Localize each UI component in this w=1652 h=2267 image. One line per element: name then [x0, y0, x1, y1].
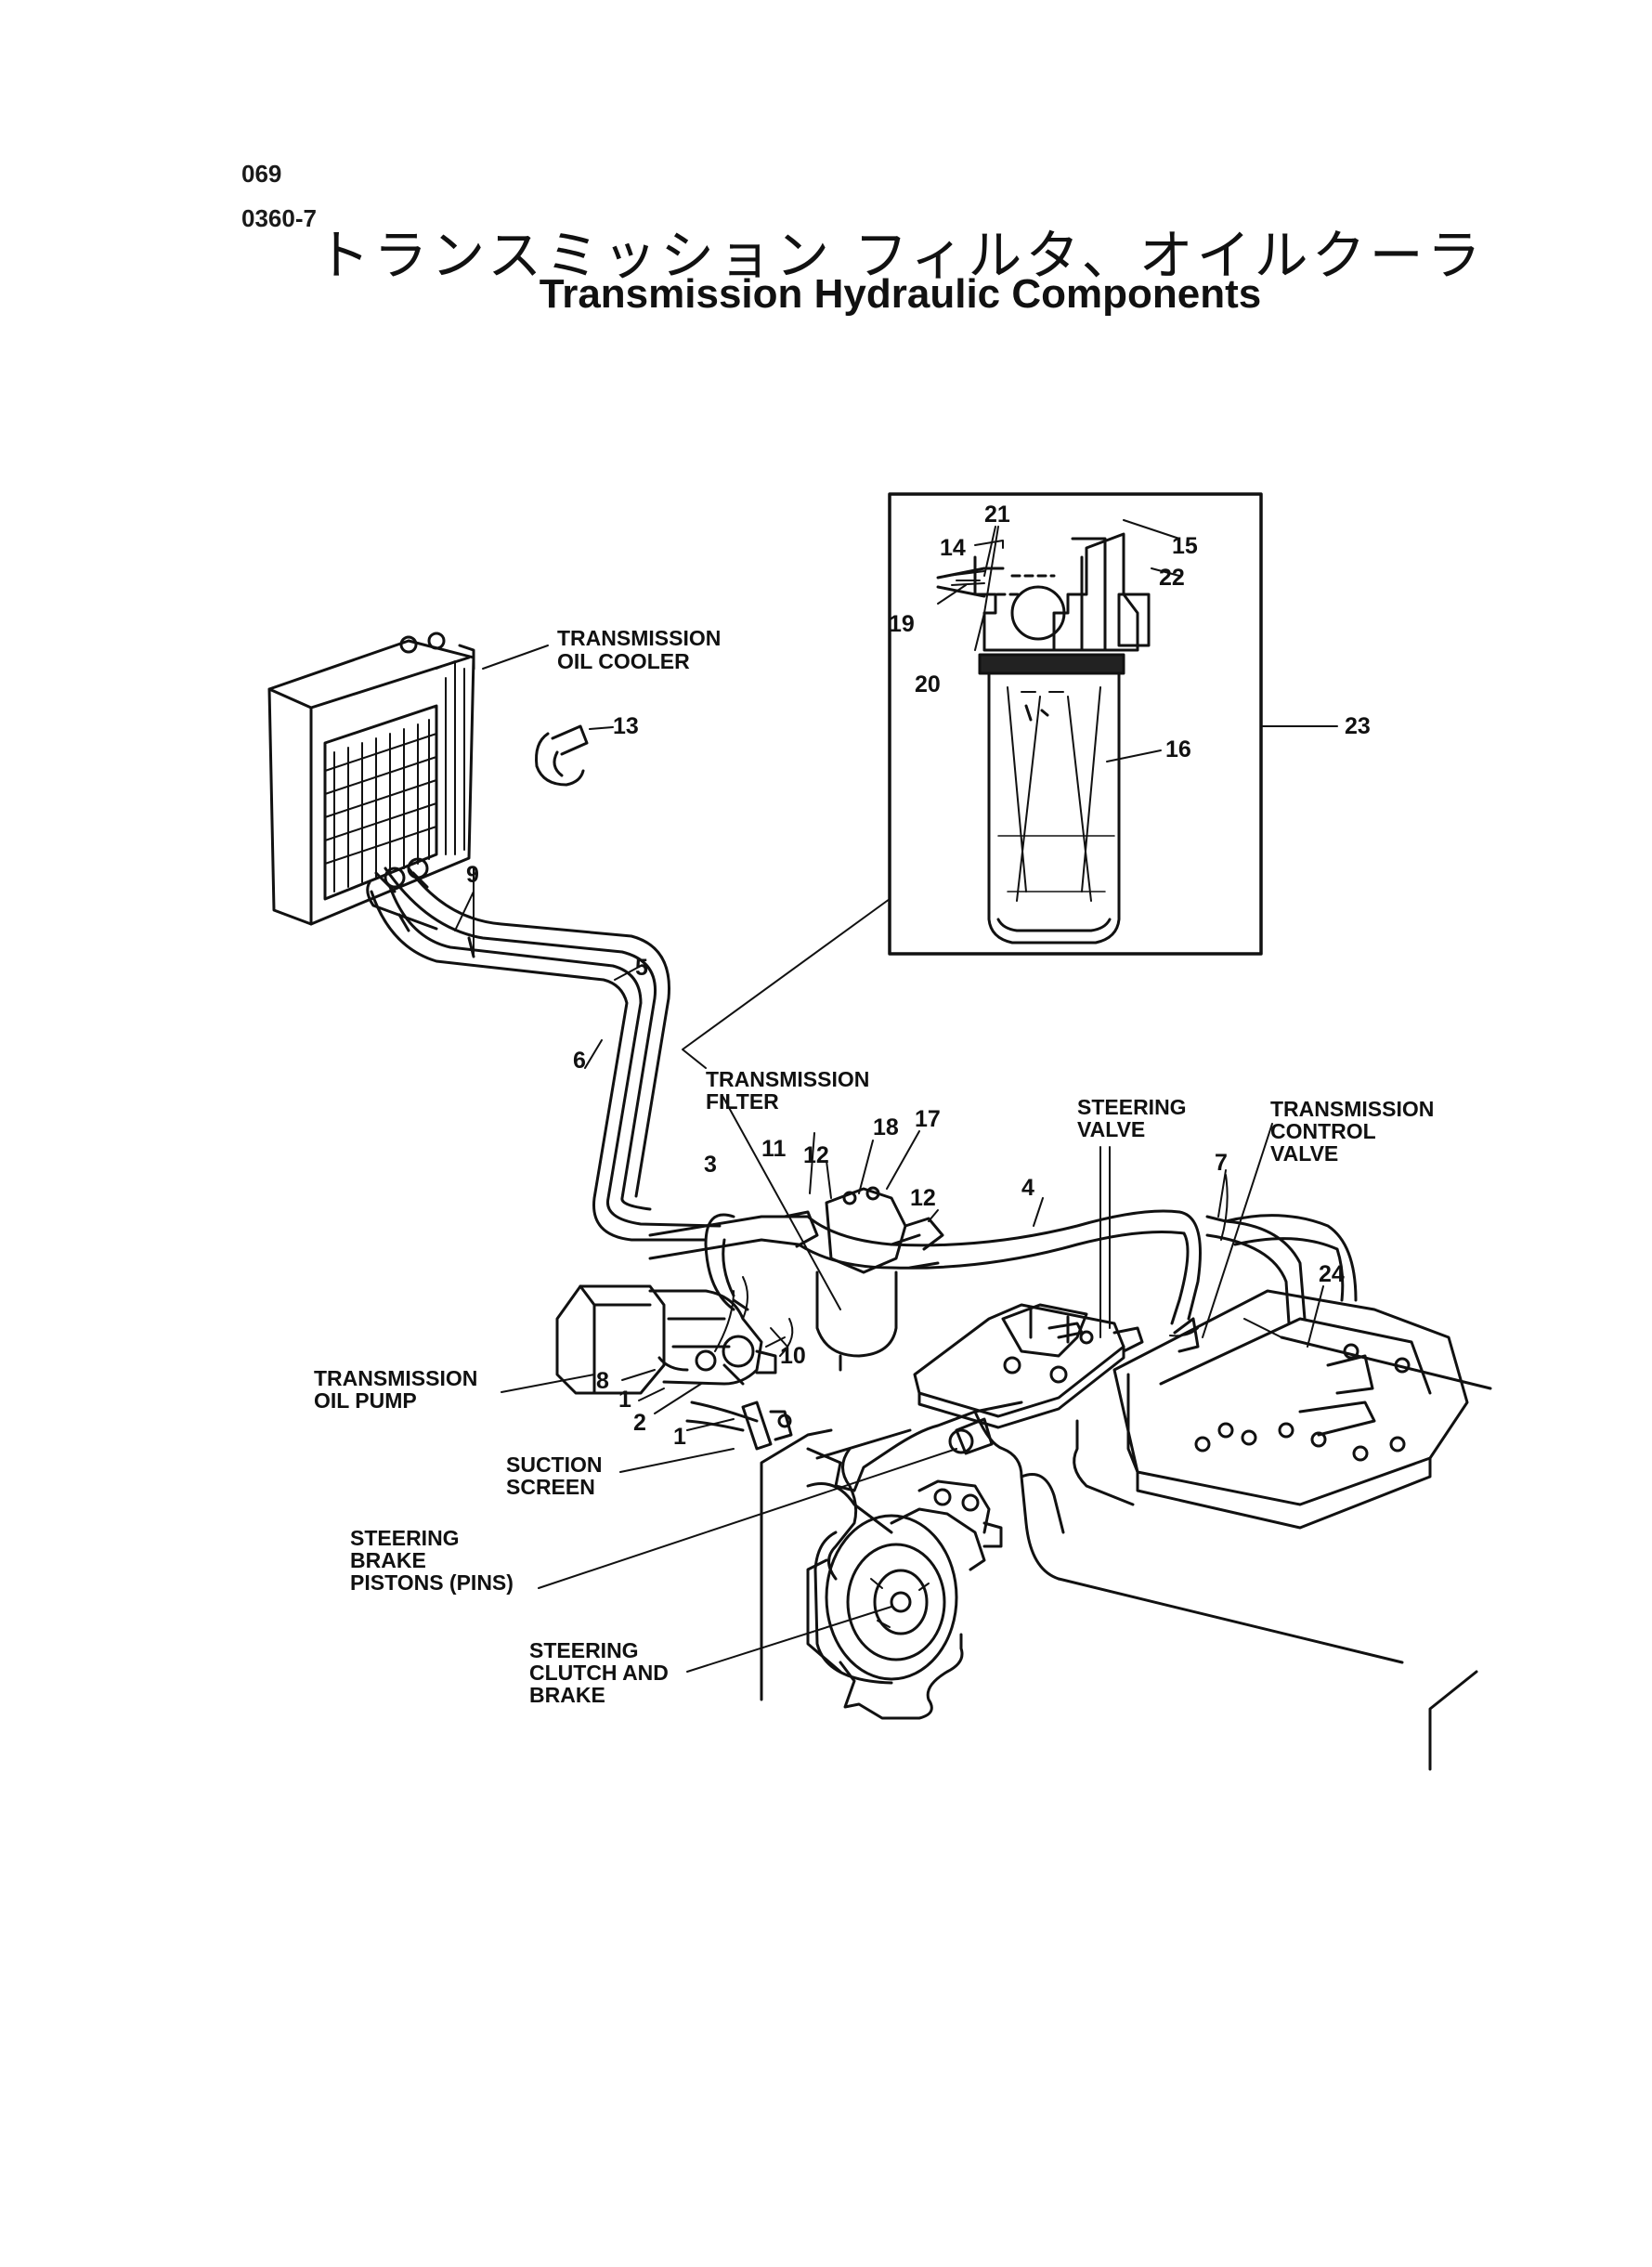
label-clutch-brake-2: CLUTCH AND: [529, 1661, 669, 1685]
oil-cooler: [267, 632, 475, 926]
callout-9: 9: [466, 862, 479, 888]
label-control-valve-1: TRANSMISSION: [1270, 1097, 1434, 1121]
callout-1b: 1: [673, 1424, 686, 1450]
label-oil-pump-1: TRANSMISSION: [314, 1366, 477, 1390]
label-oil-cooler-2: OIL COOLER: [557, 649, 690, 673]
label-clutch-brake-1: STEERING: [529, 1638, 639, 1662]
callout-24: 24: [1319, 1261, 1345, 1287]
callout-1a: 1: [618, 1387, 631, 1413]
component-labels: TRANSMISSION OIL COOLER TRANSMISSION FIL…: [314, 626, 1434, 1707]
label-control-valve-2: CONTROL: [1270, 1119, 1376, 1143]
callout-15: 15: [1172, 533, 1198, 559]
callout-19: 19: [889, 611, 915, 637]
callout-13: 13: [613, 713, 639, 739]
page-code: 069: [241, 160, 282, 188]
label-steering-valve-2: VALVE: [1077, 1117, 1145, 1141]
label-suction-screen-2: SCREEN: [506, 1475, 595, 1499]
filter-base: [783, 1186, 944, 1372]
label-suction-screen-1: SUCTION: [506, 1453, 603, 1477]
callout-2: 2: [633, 1410, 646, 1436]
steering-clutch-brake: [806, 1479, 1003, 1685]
callout-4: 4: [1021, 1175, 1034, 1201]
label-filter-1: TRANSMISSION: [706, 1067, 869, 1091]
title-japanese: トランスミッション フィルタ、オイルクーラ: [316, 224, 1485, 287]
title-english: Transmission Hydraulic Components: [539, 271, 1262, 317]
steering-valve: [913, 1303, 1144, 1429]
callout-18: 18: [873, 1114, 899, 1140]
callout-12b: 12: [910, 1185, 936, 1211]
transmission-case: [760, 1335, 1492, 1771]
filter-detail-inset: [888, 492, 1263, 956]
callout-22: 22: [1159, 565, 1185, 591]
callout-23: 23: [1345, 713, 1371, 739]
label-clutch-brake-3: BRAKE: [529, 1683, 605, 1707]
label-control-valve-3: VALVE: [1270, 1141, 1338, 1166]
callout-5: 5: [635, 955, 648, 981]
cooler-hoses: [366, 857, 722, 1242]
label-brake-pistons-1: STEERING: [350, 1526, 460, 1550]
label-steering-valve-1: STEERING: [1077, 1095, 1187, 1119]
transmission-control-valve: [1112, 1289, 1469, 1530]
callout-12a: 12: [803, 1142, 829, 1168]
callout-20: 20: [915, 671, 941, 697]
callout-6: 6: [573, 1048, 586, 1074]
oil-pump: [555, 1284, 777, 1395]
brake-piston-pin: [948, 1417, 994, 1455]
filter-head-section: [936, 532, 1151, 652]
label-oil-pump-2: OIL PUMP: [314, 1388, 417, 1413]
label-brake-pistons-2: BRAKE: [350, 1548, 426, 1572]
callout-8: 8: [596, 1368, 609, 1394]
callout-17: 17: [915, 1106, 941, 1132]
callout-14: 14: [940, 535, 966, 561]
callout-11: 11: [761, 1136, 787, 1162]
figure-code: 0360-7: [241, 204, 317, 232]
label-brake-pistons-3: PISTONS (PINS): [350, 1570, 514, 1595]
callout-16: 16: [1165, 736, 1191, 762]
callout-numbers: 21 14 15 22 19 20 16 23 13 9 5 6 17 18 3…: [466, 502, 1371, 1450]
main-hoses: [648, 1209, 1358, 1325]
filter-canister: [978, 653, 1125, 945]
label-oil-cooler-1: TRANSMISSION: [557, 626, 721, 650]
clamp-13: [535, 724, 589, 787]
label-filter-2: FILTER: [706, 1089, 779, 1114]
callout-21: 21: [984, 502, 1010, 528]
callout-10: 10: [780, 1343, 806, 1369]
callout-7: 7: [1215, 1150, 1228, 1176]
callout-3: 3: [704, 1152, 717, 1178]
